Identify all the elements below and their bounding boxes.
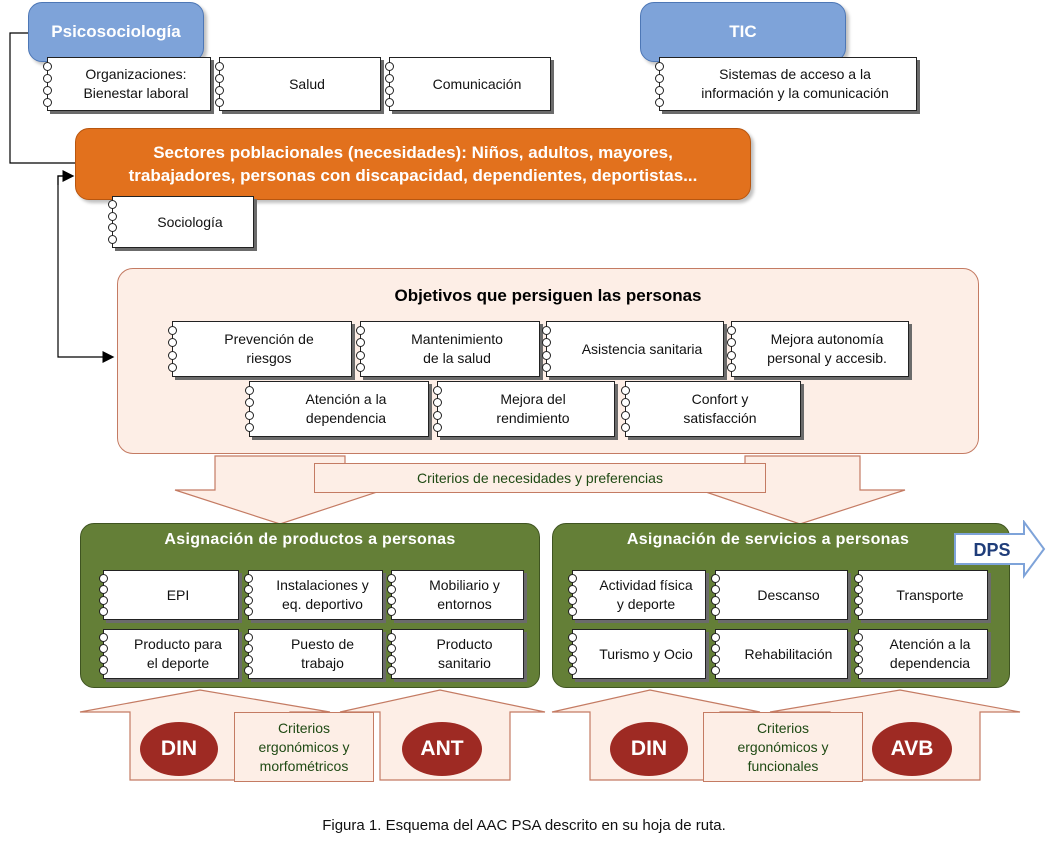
tic-box: TIC	[640, 2, 846, 62]
criterios-servicios-box: Criterios ergonómicos y funcionales	[703, 712, 863, 782]
tic-label: TIC	[729, 22, 757, 41]
spiral-binding-icon	[711, 573, 723, 617]
spiral-binding-icon	[568, 573, 580, 617]
note-producto-sanitario: Producto sanitario	[387, 629, 524, 679]
note-instalaciones: Instalaciones y eq. deportivo	[244, 570, 383, 620]
note-confort-satisfaccion: Confort y satisfacción	[621, 381, 801, 437]
spiral-binding-icon	[433, 384, 445, 434]
spiral-binding-icon	[168, 324, 180, 374]
note-mejora-autonomia: Mejora autonomía personal y accesib.	[727, 321, 909, 377]
note-epi: EPI	[99, 570, 239, 620]
spiral-binding-icon	[854, 573, 866, 617]
note-organizaciones: Organizaciones: Bienestar laboral	[43, 57, 211, 111]
ellipse-avb: AVB	[872, 722, 952, 776]
spiral-binding-icon	[215, 60, 227, 108]
note-transporte: Transporte	[854, 570, 988, 620]
objetivos-title: Objetivos que persiguen las personas	[394, 286, 702, 305]
note-atencion-dependencia-servicio: Atención a la dependencia	[854, 629, 988, 679]
note-salud: Salud	[215, 57, 381, 111]
sectores-line2: trabajadores, personas con discapacidad,…	[128, 166, 698, 185]
dps-arrow	[954, 520, 1046, 580]
note-asistencia-sanitaria: Asistencia sanitaria	[542, 321, 724, 377]
figure-caption: Figura 1. Esquema del AAC PSA descrito e…	[322, 817, 726, 834]
spiral-binding-icon	[854, 632, 866, 676]
note-descanso: Descanso	[711, 570, 848, 620]
note-mobiliario: Mobiliario y entornos	[387, 570, 524, 620]
spiral-binding-icon	[727, 324, 739, 374]
ellipse-din-servicios: DIN	[610, 722, 688, 776]
spiral-binding-icon	[542, 324, 554, 374]
note-puesto-trabajo: Puesto de trabajo	[244, 629, 383, 679]
spiral-binding-icon	[385, 60, 397, 108]
ellipse-din-productos: DIN	[140, 722, 218, 776]
note-producto-deporte: Producto para el deporte	[99, 629, 239, 679]
spiral-binding-icon	[99, 573, 111, 617]
sectores-line1: Sectores poblacionales (necesidades): Ni…	[153, 143, 673, 162]
note-prevencion-riesgos: Prevención de riesgos	[168, 321, 352, 377]
criterios-necesidades-box: Criterios de necesidades y preferencias	[314, 463, 766, 493]
note-mantenimiento-salud: Mantenimiento de la salud	[356, 321, 540, 377]
note-comunicacion: Comunicación	[385, 57, 551, 111]
spiral-binding-icon	[387, 632, 399, 676]
productos-title: Asignación de productos a personas	[164, 531, 456, 548]
spiral-binding-icon	[244, 632, 256, 676]
spiral-binding-icon	[99, 632, 111, 676]
spiral-binding-icon	[711, 632, 723, 676]
note-atencion-dependencia: Atención a la dependencia	[245, 381, 429, 437]
note-turismo-ocio: Turismo y Ocio	[568, 629, 706, 679]
sectores-objetivos-connector	[57, 175, 115, 363]
spiral-binding-icon	[621, 384, 633, 434]
spiral-binding-icon	[245, 384, 257, 434]
sectores-box: Sectores poblacionales (necesidades): Ni…	[75, 128, 751, 200]
note-actividad-fisica: Actividad física y deporte	[568, 570, 706, 620]
note-rehabilitacion: Rehabilitación	[711, 629, 848, 679]
psicosociologia-label: Psicosociología	[51, 22, 181, 41]
note-sociologia: Sociología	[108, 196, 254, 248]
note-mejora-rendimiento: Mejora del rendimiento	[433, 381, 615, 437]
spiral-binding-icon	[244, 573, 256, 617]
spiral-binding-icon	[356, 324, 368, 374]
servicios-title: Asignación de servicios a personas	[626, 531, 910, 548]
spiral-binding-icon	[108, 199, 120, 245]
psicosociologia-box: Psicosociología	[28, 2, 204, 62]
note-sistemas-acceso: Sistemas de acceso a la información y la…	[655, 57, 917, 111]
dps-label: DPS	[973, 540, 1011, 560]
spiral-binding-icon	[568, 632, 580, 676]
criterios-productos-box: Criterios ergonómicos y morfométricos	[234, 712, 374, 782]
criterios-necesidades-label: Criterios de necesidades y preferencias	[417, 469, 663, 486]
psico-connector	[9, 32, 76, 164]
spiral-binding-icon	[387, 573, 399, 617]
ellipse-ant: ANT	[402, 722, 482, 776]
spiral-binding-icon	[43, 60, 55, 108]
spiral-binding-icon	[655, 60, 667, 108]
